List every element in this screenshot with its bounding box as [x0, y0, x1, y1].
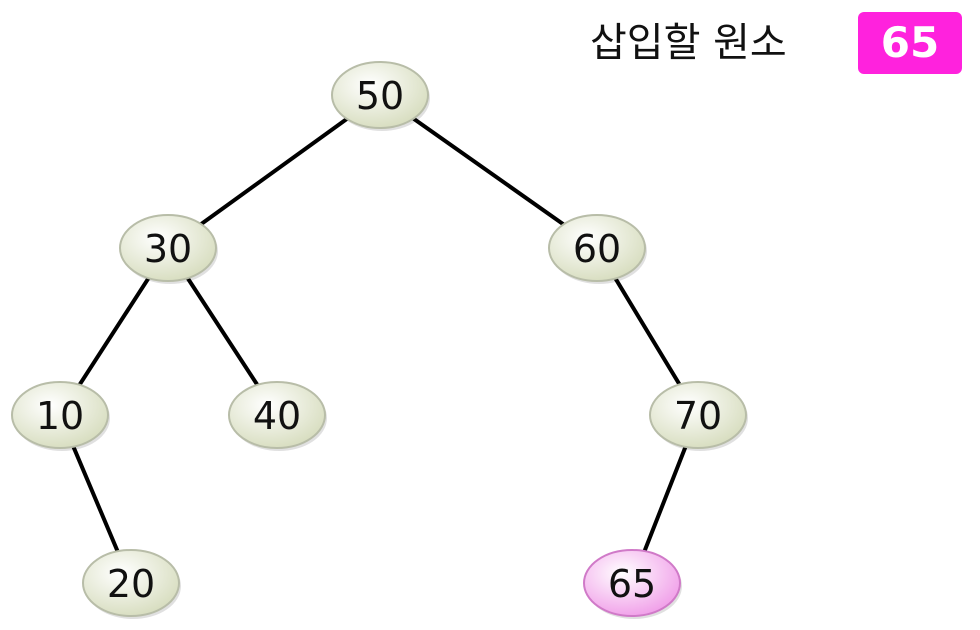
insert-element-label: 삽입할 원소 [590, 20, 787, 66]
tree-node-40: 40 [228, 381, 327, 451]
tree-node-60: 60 [548, 214, 647, 284]
edge-30-10 [77, 276, 151, 387]
tree-node-65: 65 [583, 549, 682, 619]
node-ellipse [119, 214, 217, 282]
node-ellipse [228, 381, 326, 449]
edge-10-20 [71, 444, 120, 554]
tree-node-20: 20 [82, 549, 181, 619]
highlighted-node-ellipse [583, 549, 681, 617]
tree-node-30: 30 [119, 214, 218, 284]
edge-70-65 [642, 444, 688, 554]
node-ellipse [11, 381, 109, 449]
insert-element-badge: 65 [858, 12, 962, 74]
node-label-10: 10 [36, 394, 84, 438]
tree-edges [71, 116, 688, 554]
node-label-20: 20 [107, 562, 155, 606]
node-ellipse [82, 549, 180, 617]
edge-30-40 [185, 276, 260, 387]
node-ellipse [331, 61, 429, 129]
edge-60-70 [613, 276, 682, 387]
node-label-30: 30 [144, 227, 192, 271]
edge-50-60 [411, 116, 566, 227]
node-ellipse [548, 214, 646, 282]
tree-node-10: 10 [11, 381, 110, 451]
tree-node-50: 50 [331, 61, 430, 131]
edge-50-30 [199, 116, 349, 227]
node-ellipse [649, 381, 747, 449]
node-label-65: 65 [608, 562, 656, 606]
tree-nodes: 50 30 60 10 40 70 20 65 [11, 61, 748, 619]
tree-node-70: 70 [649, 381, 748, 451]
node-label-40: 40 [253, 394, 301, 438]
node-label-50: 50 [356, 74, 404, 118]
node-label-70: 70 [674, 394, 722, 438]
node-label-60: 60 [573, 227, 621, 271]
